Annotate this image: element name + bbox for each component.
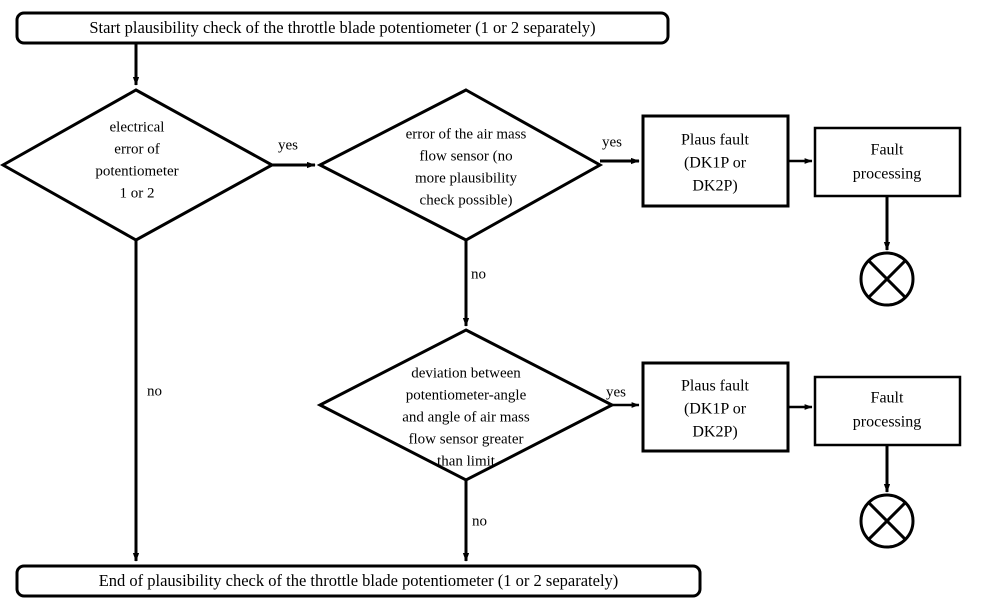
decision2-label-line-3: more plausibility — [415, 170, 518, 186]
plaus-fault-bottom-label-line-2: (DK1P or — [684, 401, 747, 418]
decision3-label-line-3: and angle of air mass — [402, 409, 530, 425]
decision2-label-line-2: flow sensor (no — [419, 148, 512, 164]
plaus-fault-top-label-line-3: DK2P) — [692, 178, 737, 195]
edge-label-decision1-yes: yes — [278, 137, 298, 153]
plaus-fault-bottom-label-line-1: Plaus fault — [681, 378, 750, 395]
decision3-label-line-5: than limit — [437, 453, 496, 469]
decision2-label-line-4: check possible) — [420, 192, 513, 208]
plaus-fault-bottom-shape — [641, 361, 790, 453]
plaus-fault-top-label-line-2: (DK1P or — [684, 155, 747, 172]
edge-label-decision2-yes: yes — [602, 134, 622, 150]
fault-processing-top-label-line-2: processing — [853, 166, 921, 183]
decision1-label-line-3: potentiometer — [95, 163, 178, 179]
start-terminator-shape — [15, 11, 670, 45]
fault-processing-top-shape — [813, 126, 962, 198]
plaus-fault-top-label-line-1: Plaus fault — [681, 132, 750, 149]
decision2-shape — [316, 88, 604, 242]
end-terminator-label: End of plausibility check of the throttl… — [99, 571, 619, 590]
end-circle-top-cross-stroke-2 — [867, 259, 907, 299]
edge-label-decision2-no: no — [471, 266, 486, 282]
plaus-fault-bottom-label-line-3: DK2P) — [692, 424, 737, 441]
end-circle-bottom-cross-stroke-2 — [867, 501, 907, 541]
fault-processing-top-label-line-1: Fault — [871, 142, 904, 159]
edge-label-decision1-no: no — [147, 383, 162, 399]
decision1-label-line-1: electrical — [110, 119, 165, 135]
fault-processing-bottom-label-line-2: processing — [853, 414, 921, 431]
decision2-label-line-1: error of the air mass — [406, 126, 527, 142]
decision3-label-line-4: flow sensor greater — [409, 431, 524, 447]
decision3-label-line-1: deviation between — [411, 365, 521, 381]
edge-label-decision3-yes: yes — [606, 384, 626, 400]
decision1-label-line-2: error of — [114, 141, 159, 157]
decision3-label-line-2: potentiometer-angle — [406, 387, 527, 403]
fault-processing-bottom-shape — [813, 375, 962, 447]
decision1-label-line-4: 1 or 2 — [120, 185, 155, 201]
end-terminator-shape — [15, 564, 702, 598]
fault-processing-bottom-label-line-1: Fault — [871, 390, 904, 407]
edge-label-decision3-no: no — [472, 513, 487, 529]
start-terminator-label: Start plausibility check of the throttle… — [89, 18, 595, 37]
